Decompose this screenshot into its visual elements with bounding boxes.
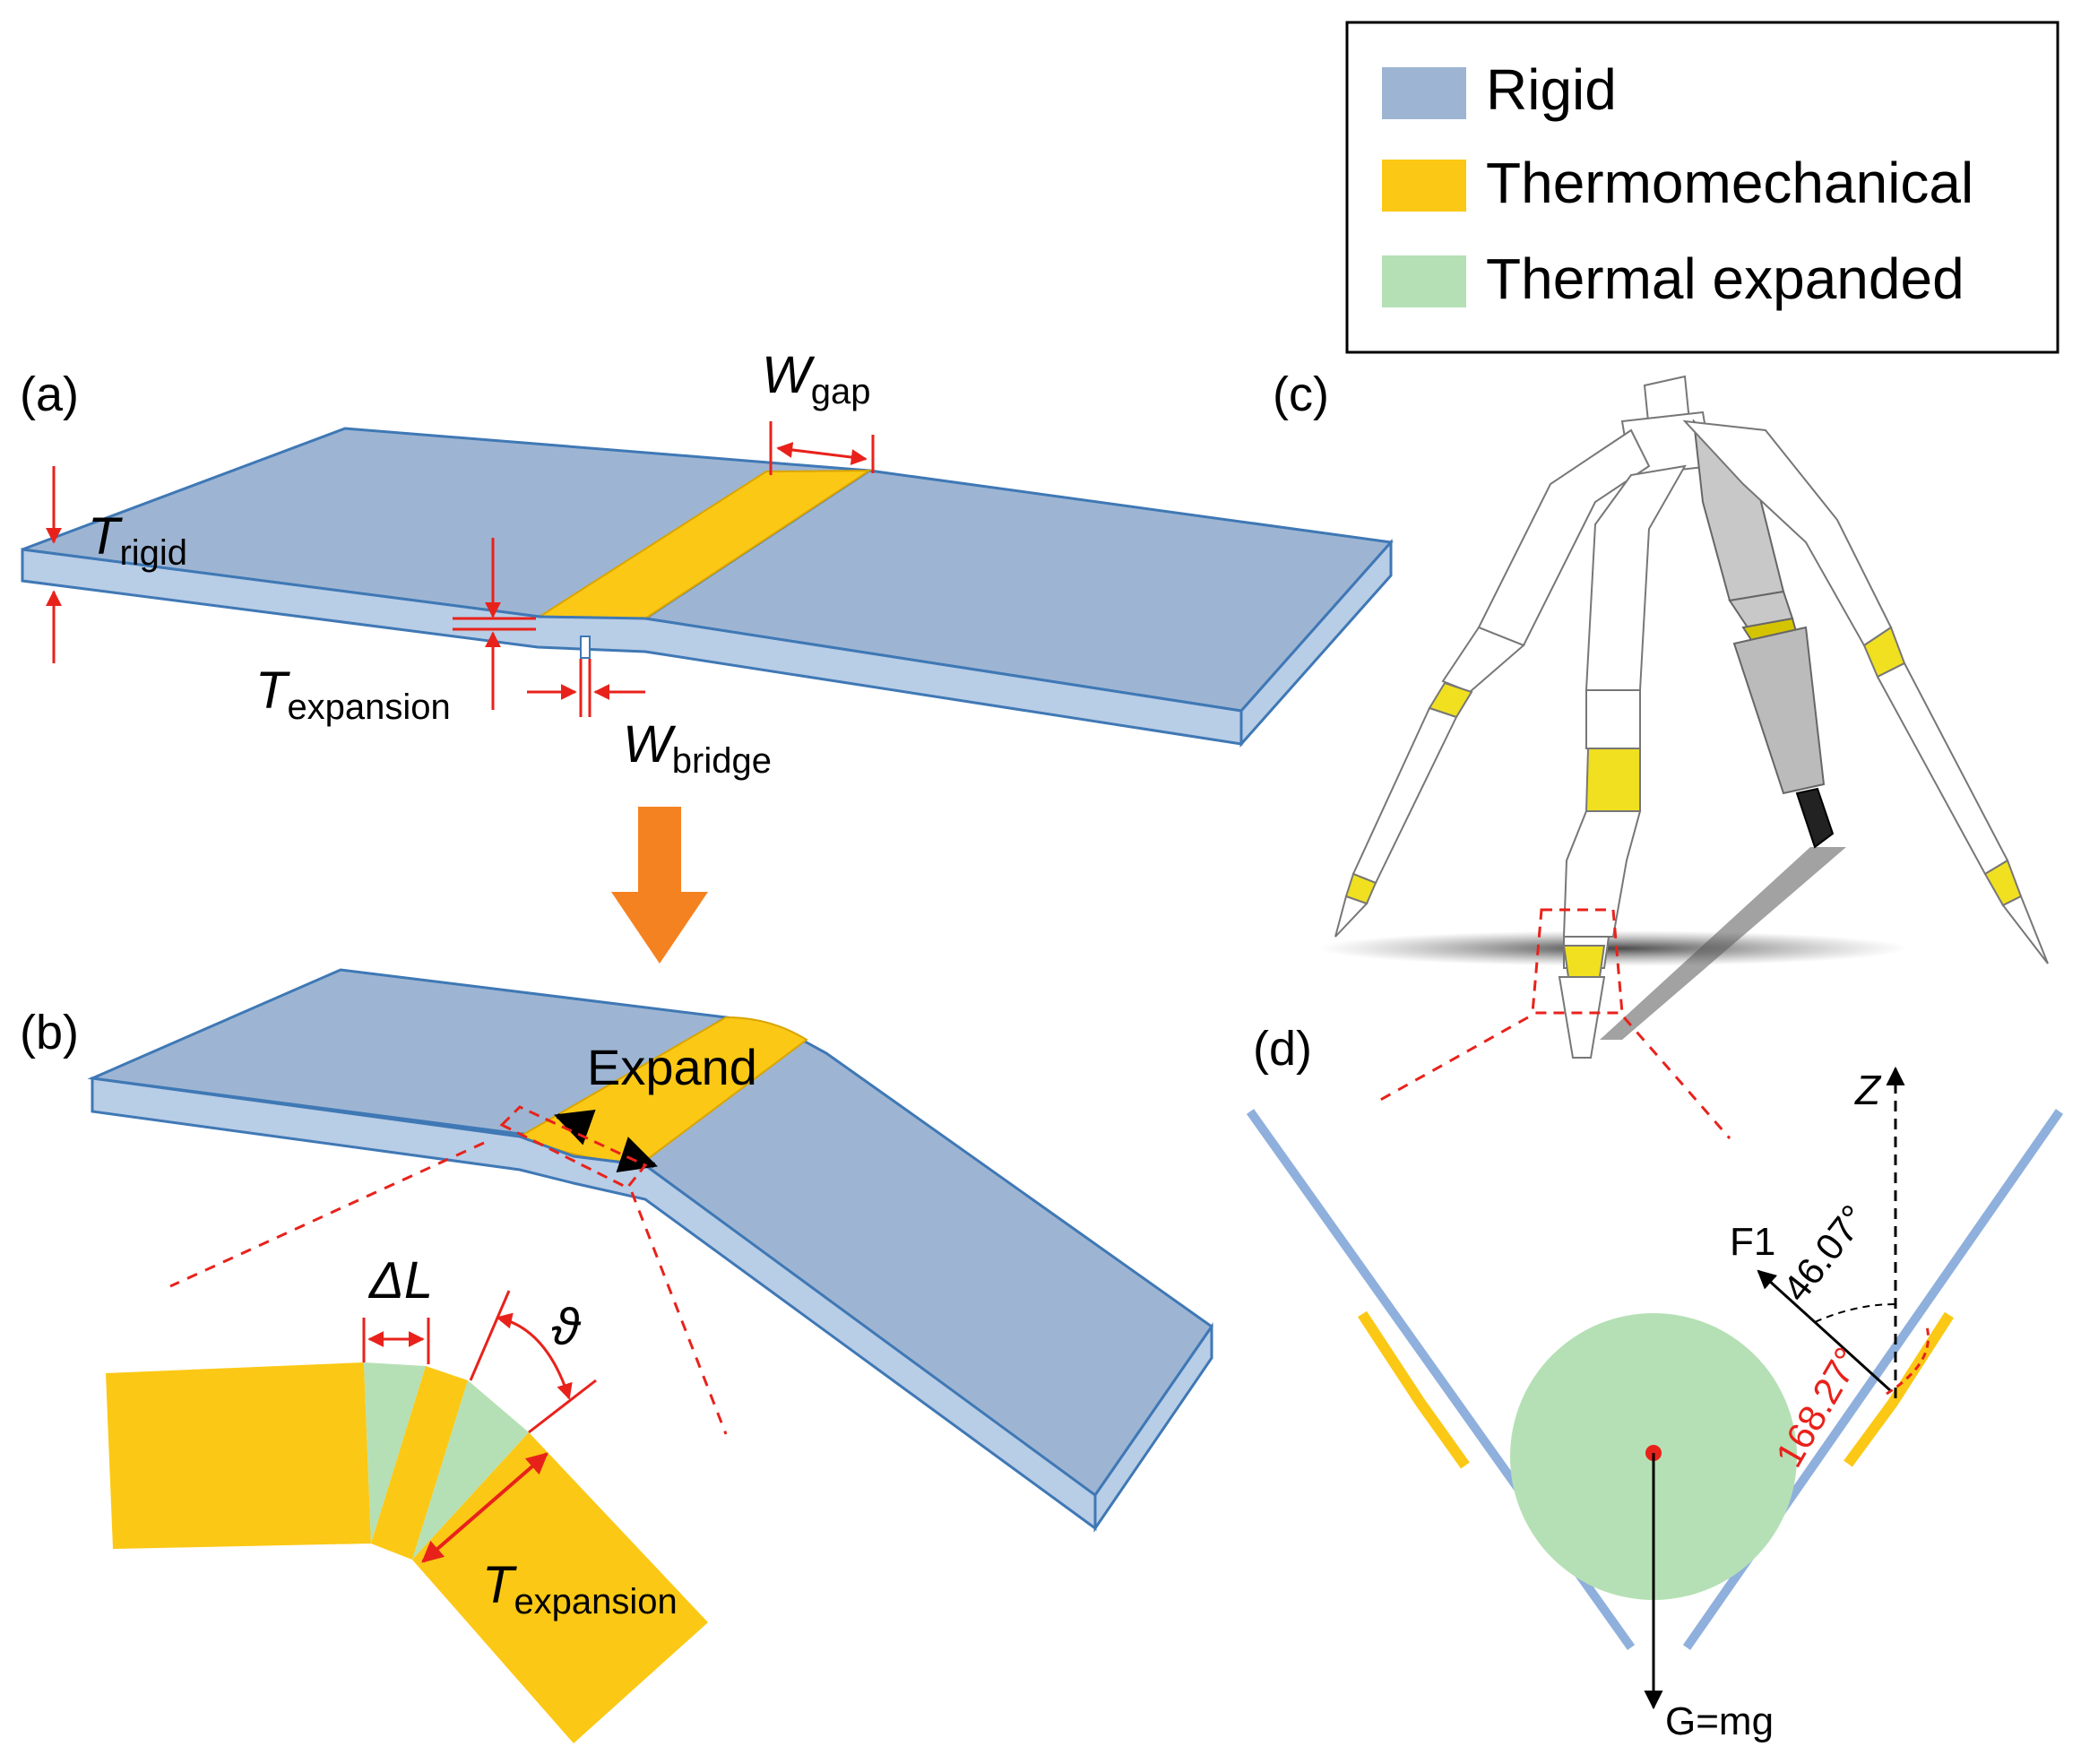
robot-shadow-horizontal (1317, 930, 1909, 966)
force-diagram: G=mg Z F1 46.07° 168.27° (1246, 1066, 2064, 1743)
bent-right-face (1093, 1322, 1213, 1533)
transition-arrow (611, 807, 708, 964)
panel-label-d: (d) (1253, 1022, 1312, 1076)
robot-leg-2 (1558, 464, 1687, 1059)
rigid-plate-flat (21, 427, 1394, 748)
label-t-expansion-b: Texpansion (482, 1556, 678, 1621)
panel-label-c: (c) (1273, 368, 1329, 421)
detail-yellow-segment (371, 1366, 468, 1560)
detail-green-wedge-1 (364, 1362, 426, 1544)
plate-right-face (1239, 539, 1393, 748)
dim-t-rigid: Trigid (46, 466, 187, 663)
legend-swatch-rigid (1382, 67, 1466, 119)
label-gravity: G=mg (1665, 1699, 1774, 1743)
legend-label-thermal-expanded: Thermal expanded (1486, 246, 1964, 311)
robot-shadow-diagonal (1600, 847, 1846, 1040)
pad-right (1844, 1311, 1955, 1467)
robot-render (1317, 375, 2049, 1139)
robot-leg-1 (1334, 428, 1651, 938)
dim-w-gap: Wgap (762, 346, 875, 475)
label-t-rigid: Trigid (88, 507, 187, 573)
legend-label-rigid: Rigid (1486, 57, 1617, 122)
label-expand: Expand (587, 1039, 757, 1095)
detail-left-block (106, 1362, 371, 1549)
label-w-bridge: Wbridge (623, 715, 772, 781)
robot-leg-3 (1692, 419, 1835, 849)
label-w-gap: Wgap (762, 346, 871, 411)
legend: Rigid Thermomechanical Thermal expanded (1345, 21, 2059, 354)
rigid-plate-bent (87, 968, 1214, 1533)
label-z: Z (1854, 1067, 1882, 1113)
dim-t-expansion: Texpansion (255, 538, 536, 727)
robot-leg-4 (1682, 419, 2049, 964)
bending-detail: ΔL ϑ Texpansion (106, 1251, 708, 1743)
legend-swatch-thermomechanical (1382, 160, 1466, 212)
dim-w-bridge: Wbridge (527, 659, 772, 781)
label-delta-l: ΔL (367, 1251, 433, 1310)
bridge-notch (580, 636, 591, 659)
label-theta: ϑ (551, 1298, 582, 1356)
panel-label-a: (a) (20, 368, 79, 421)
label-t-expansion-a: Texpansion (255, 662, 451, 727)
legend-label-thermomechanical: Thermomechanical (1486, 151, 1973, 215)
label-angle-46: 46.07° (1774, 1198, 1875, 1310)
panel-label-b: (b) (20, 1006, 79, 1059)
legend-swatch-thermal-expanded (1382, 255, 1466, 307)
f1-arrow (1757, 1269, 1893, 1393)
zoom-box-b (499, 1105, 648, 1189)
pad-left (1357, 1310, 1470, 1469)
label-f1: F1 (1730, 1220, 1775, 1264)
